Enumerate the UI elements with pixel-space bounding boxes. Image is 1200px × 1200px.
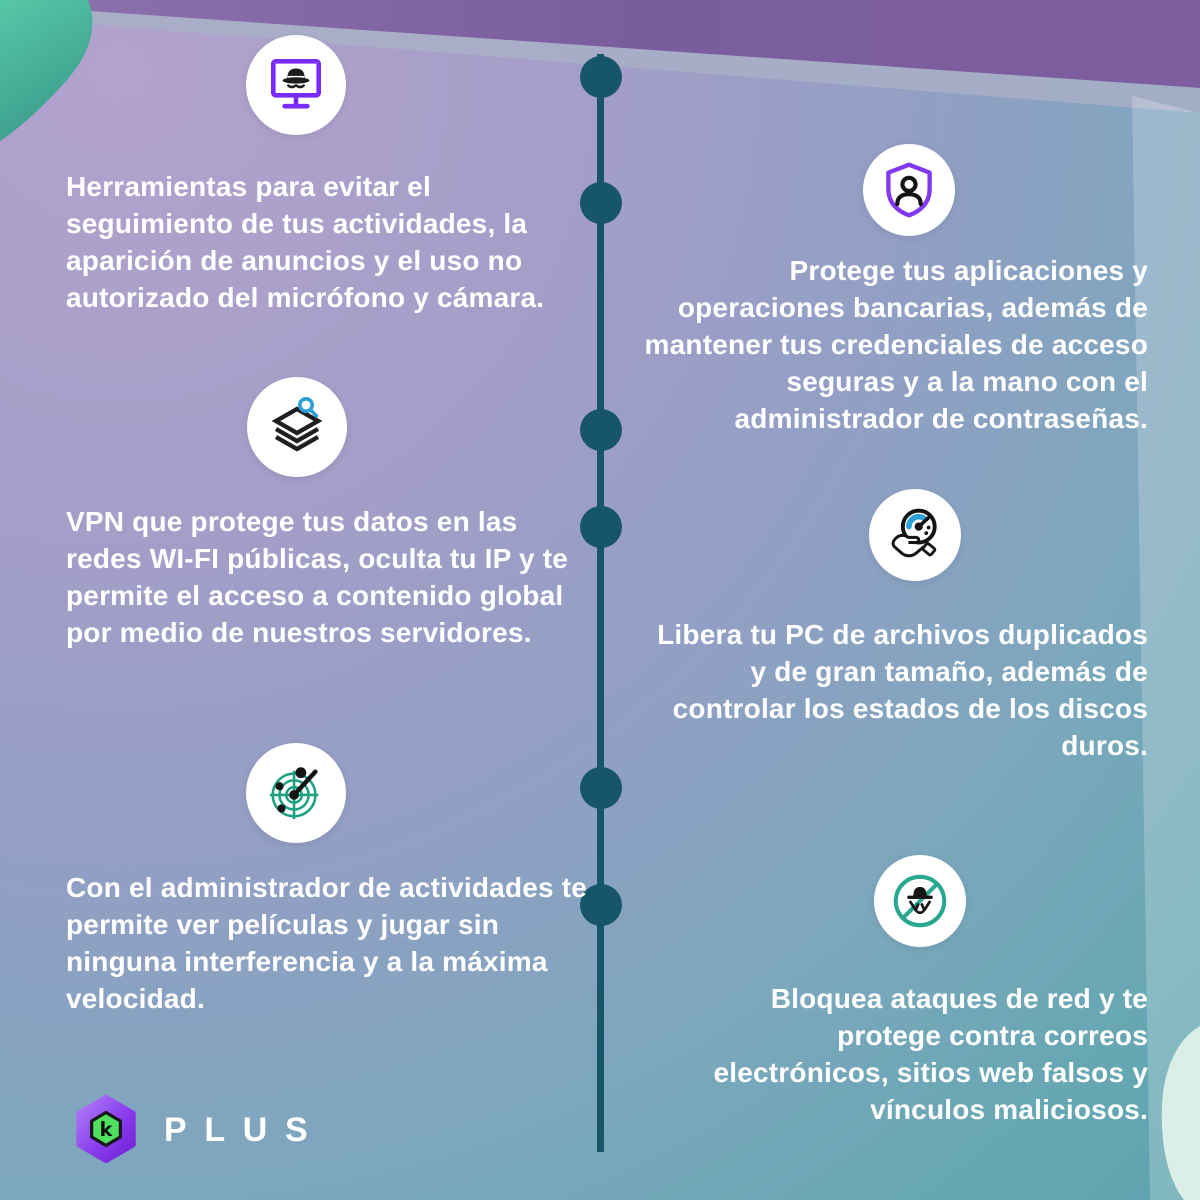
feature-text-cleanup: Libera tu PC de archivos duplicados y de… <box>657 619 1148 761</box>
timeline-dot-5 <box>580 767 622 809</box>
brand-logo: k PLUS <box>72 1094 325 1164</box>
feature-icon-circle <box>863 144 955 236</box>
corner-blob-mint <box>1161 1026 1200 1200</box>
timeline-dot-2 <box>580 182 622 224</box>
right-edge-strip <box>1132 96 1200 1200</box>
timeline-dot-1 <box>580 56 622 98</box>
corner-blob-green <box>0 0 93 141</box>
feature-text-performance: Con el administrador de actividades te p… <box>66 872 588 1014</box>
shield-user-icon <box>886 162 932 218</box>
top-band <box>60 0 1200 88</box>
activity-radar-icon <box>269 767 319 820</box>
blocked-spy-icon <box>893 874 947 928</box>
timeline-dot-3 <box>580 409 622 451</box>
feature-text-network: Bloquea ataques de red y te protege cont… <box>713 983 1148 1125</box>
top-band-bevel <box>60 9 1200 113</box>
incognito-monitor-icon <box>270 58 322 109</box>
feature-icon-circle <box>247 377 347 477</box>
feature-text-privacy: Herramientas para evitar el seguimiento … <box>66 171 545 313</box>
product-name: PLUS <box>164 1110 326 1149</box>
feature-text-vpn: VPN que protege tus datos en las redes W… <box>66 506 569 648</box>
feature-icon-circle <box>246 743 346 843</box>
kaspersky-hexagon-icon: k <box>76 1095 136 1163</box>
vpn-layers-search-icon <box>271 397 323 452</box>
logo-letter: k <box>100 1118 114 1141</box>
timeline-dot-4 <box>580 506 622 548</box>
feature-icon-circle <box>869 489 961 581</box>
timeline-dot-6 <box>580 884 622 926</box>
timeline-line <box>597 54 604 1152</box>
hand-speedometer-icon <box>891 508 937 558</box>
feature-icon-circle <box>246 35 346 135</box>
feature-icon-circle <box>874 855 966 947</box>
feature-text-banking: Protege tus aplicaciones y operaciones b… <box>644 255 1148 434</box>
